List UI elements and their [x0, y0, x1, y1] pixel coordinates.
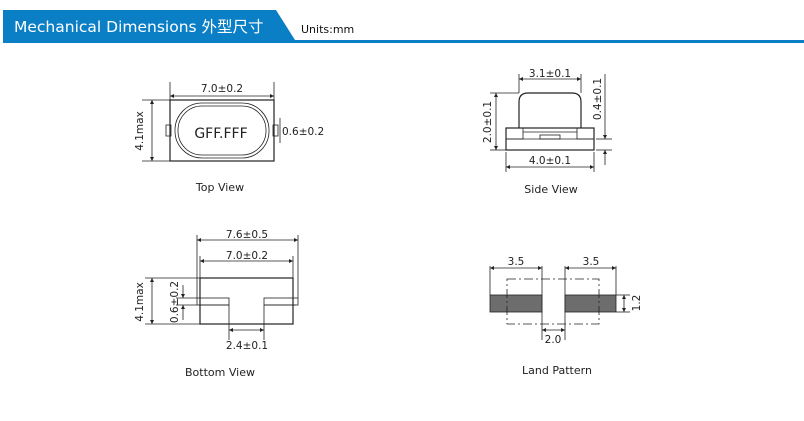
land-height-dim: 1.2 [631, 295, 643, 312]
side-base-dim: 4.0±0.1 [529, 155, 571, 167]
header-band [3, 10, 295, 40]
bottom-view: 7.6±0.5 7.0±0.2 4.1max 0.6±0.2 2.4±0.1 B… [134, 229, 299, 379]
land-pattern-caption: Land Pattern [522, 364, 592, 377]
bottom-body-dim: 7.0±0.2 [226, 250, 268, 262]
side-top-dim: 3.1±0.1 [529, 68, 571, 80]
land-pad-right [564, 294, 617, 313]
bottom-height-dim: 4.1max [134, 282, 146, 322]
land-pad-left [489, 294, 543, 313]
top-width-dim: 7.0±0.2 [201, 83, 243, 95]
bottom-view-caption: Bottom View [185, 366, 255, 379]
land-pattern: 3.5 3.5 2.0 1.2 Land Pattern [489, 256, 643, 377]
header-rule [3, 40, 804, 43]
top-view: 7.0±0.2 4.1max GFF.FFF 0.6±0.2 Top View [134, 82, 324, 194]
side-standoff-dim: 0.4±0.1 [592, 78, 604, 120]
land-right-dim: 3.5 [583, 256, 600, 268]
land-gap-dim: 2.0 [545, 334, 562, 346]
units-label: Units:mm [301, 23, 354, 36]
section-title: Mechanical Dimensions 外型尺寸 [14, 18, 264, 36]
bottom-gap-dim: 2.4±0.1 [226, 340, 268, 352]
top-height-dim: 4.1max [134, 111, 146, 151]
side-height-dim: 2.0±0.1 [482, 101, 494, 143]
side-view: 3.1±0.1 2.0±0.1 4.0±0.1 0.4±0.1 Side Vie… [482, 68, 612, 196]
top-view-caption: Top View [195, 181, 244, 194]
section-header: Mechanical Dimensions 外型尺寸 Units:mm [3, 10, 804, 43]
top-pad-dim: 0.6±0.2 [282, 126, 324, 138]
bottom-overall-dim: 7.6±0.5 [226, 229, 268, 241]
land-left-dim: 3.5 [508, 256, 525, 268]
bottom-pad-dim: 0.6±0.2 [169, 281, 181, 323]
part-marking: GFF.FFF [194, 126, 247, 142]
side-view-caption: Side View [524, 183, 577, 196]
